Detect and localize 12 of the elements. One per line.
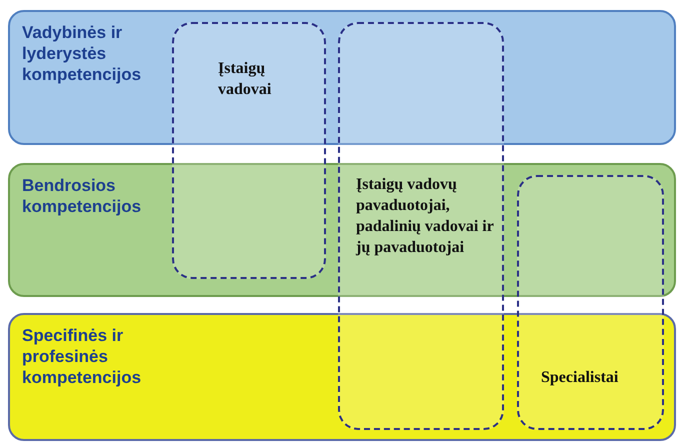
competency-band xyxy=(8,313,676,441)
role-label: Įstaigų vadovų pavaduotojai, padalinių vadovai ir jų pavaduotojai xyxy=(356,175,495,258)
competency-label: Bendrosios kompetencijos xyxy=(22,175,142,217)
competency-label: Specifinės ir profesinės kompetencijos xyxy=(22,325,142,388)
role-group-outline xyxy=(172,22,326,279)
competency-band xyxy=(8,163,676,297)
role-label: Specialistai xyxy=(541,368,620,388)
role-group-outline xyxy=(517,175,664,430)
competency-label: Vadybinės ir lyderystės kompetencijos xyxy=(22,22,142,85)
role-label: Įstaigų vadovai xyxy=(218,59,272,100)
role-group-outline xyxy=(338,22,504,430)
competency-band xyxy=(8,10,676,145)
